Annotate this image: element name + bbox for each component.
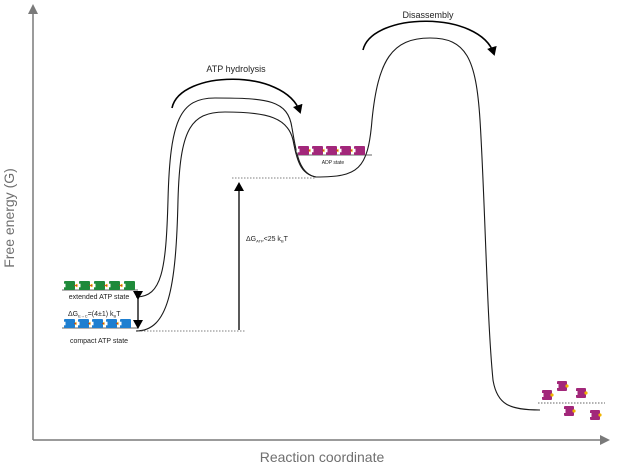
compact-subunit-notch [90, 321, 94, 326]
compact-subunit-notch [62, 321, 66, 326]
disassembly-label: Disassembly [402, 10, 454, 20]
disassembly-arrow [362, 20, 497, 56]
compact-subunit-notch [104, 321, 108, 326]
monomer [590, 410, 600, 420]
delta-g-atp-value: <25 k [264, 236, 282, 243]
monomer-nucleotide [565, 384, 569, 388]
extended-subunit [124, 281, 135, 290]
extended-subunit-notch [62, 283, 66, 288]
adp-subunit [340, 146, 351, 155]
monomer-notch [562, 409, 566, 413]
delta-g-ec-subscript: E↔C [78, 314, 88, 319]
compact-subunit [64, 319, 75, 328]
delta-g-ec-value: =(4±1) k [88, 311, 114, 318]
extended-subunit [94, 281, 105, 290]
extended-subunit-notch [77, 283, 81, 288]
adp-subunit [326, 146, 337, 155]
adp-subunit [354, 146, 365, 155]
compact-state-filament [62, 319, 131, 328]
atp-hydrolysis-arrow [171, 78, 303, 114]
adp-subunit-notch [296, 148, 300, 153]
extended-energy-curve [135, 97, 317, 298]
extended-subunit [64, 281, 75, 290]
monomer-notch [540, 393, 544, 397]
adp-state-label: ADP state [322, 160, 345, 166]
adp-subunit-notch [338, 148, 342, 153]
adp-subunit-notch [310, 148, 314, 153]
extended-subunit-notch [107, 283, 111, 288]
monomer-nucleotide [584, 391, 588, 395]
adp-subunit-notch [352, 148, 356, 153]
monomer [542, 390, 552, 400]
monomer-nucleotide [550, 393, 554, 397]
delta-g-atp-label: ΔGATP<25 kBT [246, 236, 289, 244]
delta-g-ec-symbol: ΔG [68, 311, 78, 318]
compact-subunit-notch [118, 321, 122, 326]
monomer-notch [555, 384, 559, 388]
x-axis-label: Reaction coordinate [260, 449, 385, 465]
compact-energy-curve [135, 111, 317, 332]
adp-subunit [312, 146, 323, 155]
adp-subunit [298, 146, 309, 155]
delta-g-atp-symbol: ΔG [246, 236, 256, 243]
compact-subunit [78, 319, 89, 328]
compact-subunit [92, 319, 103, 328]
monomer-nucleotide [572, 409, 576, 413]
disassembly-energy-curve [315, 37, 541, 411]
atp-hydrolysis-label: ATP hydrolysis [206, 64, 266, 74]
monomer [576, 388, 586, 398]
extended-state-label: extended ATP state [69, 294, 130, 301]
delta-g-atp-kb-subscript: B [281, 239, 284, 244]
y-axis-label: Free energy (G) [1, 168, 17, 268]
compact-state-label: compact ATP state [70, 338, 128, 345]
delta-g-ec-label: ΔGE↔C=(4±1) kBT [68, 311, 121, 319]
monomer-nucleotide [598, 413, 602, 417]
delta-g-atp-subscript: ATP [256, 239, 264, 244]
compact-subunit-notch [76, 321, 80, 326]
delta-g-atp-tail: T [284, 236, 289, 243]
extended-subunit [109, 281, 120, 290]
delta-g-ec-kb-subscript: B [114, 314, 117, 319]
compact-subunit [106, 319, 117, 328]
monomer-notch [588, 413, 592, 417]
monomer-notch [574, 391, 578, 395]
disassembled-monomers [540, 381, 602, 420]
extended-subunit [79, 281, 90, 290]
monomer [564, 406, 574, 416]
monomer [557, 381, 567, 391]
adp-subunit-notch [324, 148, 328, 153]
extended-subunit-notch [122, 283, 126, 288]
compact-subunit [120, 319, 131, 328]
delta-g-ec-tail: T [116, 311, 121, 318]
extended-subunit-notch [92, 283, 96, 288]
extended-state-filament [62, 281, 135, 290]
adp-state-filament [296, 146, 365, 155]
